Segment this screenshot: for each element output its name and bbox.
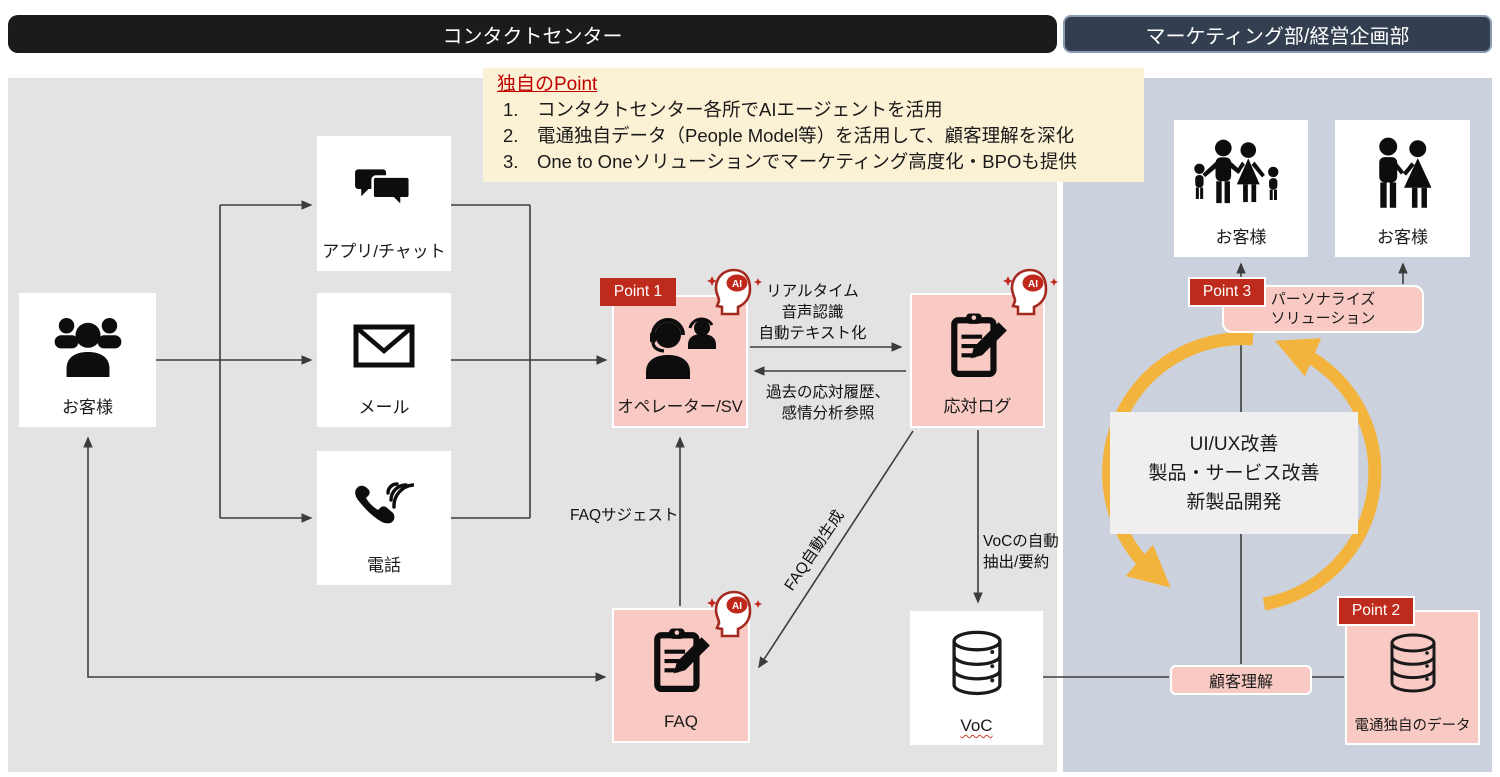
svg-text:AI: AI: [732, 279, 742, 290]
point2-badge: Point 2: [1337, 596, 1415, 626]
node-customer-family: お客様: [1174, 120, 1308, 257]
node-operator: オペレーター/SV: [612, 295, 748, 428]
database-icon: [1347, 612, 1478, 716]
ai-agent-icon: AI: [704, 588, 766, 647]
node-improvement: UI/UX改善 製品・サービス改善 新製品開発: [1110, 412, 1358, 534]
note-item-number: 2.: [503, 125, 519, 146]
point1-label: Point 1: [613, 283, 663, 300]
note-item: 3. One to Oneソリューションでマーケティング高度化・BPOも提供: [497, 149, 1130, 175]
node-mail: メール: [317, 293, 451, 427]
node-label: アプリ/チャット: [322, 242, 446, 261]
phone-icon: [317, 451, 451, 556]
header-contact-center: コンタクトセンター: [8, 15, 1057, 53]
label-realtime-l3: 自動テキスト化: [758, 325, 867, 342]
node-phone: 電話: [317, 451, 451, 585]
node-label: メール: [358, 398, 410, 417]
personalize-line2: ソリューション: [1270, 310, 1376, 327]
improvement-line3: 新製品開発: [1186, 491, 1282, 513]
operator-headset-icon: [614, 297, 746, 397]
label-past-l1: 過去の応対履歴、: [765, 384, 890, 401]
node-label: お客様: [62, 398, 113, 417]
cycle-arrow-right: [1262, 338, 1382, 611]
label-realtime-l1: リアルタイム: [766, 283, 859, 300]
clipboard-pencil-icon: [614, 610, 748, 712]
label-past-history: 過去の応対履歴、 感情分析参照: [748, 382, 908, 424]
ai-agent-icon: AI: [704, 266, 766, 325]
edge-log-to-faq: [758, 430, 914, 669]
improvement-line2: 製品・サービス改善: [1148, 462, 1320, 484]
node-label: 電通独自のデータ: [1354, 718, 1471, 734]
note-item: 2. 電通独自データ（People Model等）を活用して、顧客理解を深化: [497, 123, 1130, 149]
point3-badge: Point 3: [1188, 277, 1266, 307]
label-realtime: リアルタイム 音声認識 自動テキスト化: [740, 281, 885, 344]
node-label: VoC: [960, 716, 993, 735]
svg-text:AI: AI: [732, 601, 742, 612]
edge-customer-faq-loop: [83, 436, 607, 682]
node-voc: VoC: [910, 611, 1043, 745]
unique-points-note: 独自のPoint 1. コンタクトセンター各所でAIエージェントを活用 2. 電…: [483, 68, 1144, 182]
node-customer-left: お客様: [19, 293, 156, 427]
svg-text:AI: AI: [1028, 279, 1038, 290]
node-label: 電話: [367, 556, 401, 575]
clipboard-pencil-icon: [912, 295, 1043, 397]
note-item-text: One to Oneソリューションでマーケティング高度化・BPOも提供: [537, 151, 1077, 172]
node-personalize-solution: パーソナライズ ソリューション: [1222, 285, 1424, 333]
family-icon: [1174, 120, 1308, 228]
personalize-line1: パーソナライズ: [1270, 291, 1376, 308]
header-marketing-label: マーケティング部/経営企画部: [1145, 25, 1410, 48]
note-item: 1. コンタクトセンター各所でAIエージェントを活用: [497, 97, 1130, 123]
node-label: 応対ログ: [943, 397, 1012, 416]
node-dentsu-data: 電通独自のデータ: [1345, 610, 1480, 745]
node-label: オペレーター/SV: [617, 398, 743, 416]
point1-badge: Point 1: [600, 278, 676, 306]
ai-agent-icon: AI: [1000, 266, 1062, 325]
note-item-number: 1.: [503, 99, 519, 120]
label-realtime-l2: 音声認識: [781, 304, 844, 321]
note-item-text: 電通独自データ（People Model等）を活用して、顧客理解を深化: [537, 125, 1075, 146]
node-customer-couple: お客様: [1335, 120, 1470, 257]
mail-icon: [317, 293, 451, 398]
label-faq-suggest: FAQサジェスト: [570, 507, 679, 524]
node-label: お客様: [1377, 228, 1428, 247]
point2-label: Point 2: [1351, 602, 1401, 619]
chat-icon: [317, 136, 451, 242]
label-voc-extract-l1: VoCの自動: [983, 533, 1059, 550]
label-past-l2: 感情分析参照: [781, 405, 875, 422]
node-response-log: 応対ログ: [910, 293, 1045, 428]
improvement-line1: UI/UX改善: [1189, 433, 1279, 455]
couple-icon: [1335, 120, 1470, 228]
note-item-number: 3.: [503, 151, 519, 172]
point3-label: Point 3: [1202, 283, 1252, 300]
node-app-chat: アプリ/チャット: [317, 136, 451, 271]
note-title: 独自のPoint: [497, 74, 598, 95]
node-label: FAQ: [663, 712, 698, 731]
understanding-label: 顧客理解: [1208, 674, 1273, 691]
node-customer-understanding: 顧客理解: [1170, 665, 1312, 695]
label-voc-extract-l2: 抽出/要約: [983, 554, 1050, 571]
header-contact-center-label: コンタクトセンター: [442, 25, 623, 48]
node-label: お客様: [1215, 228, 1267, 247]
database-icon: [910, 611, 1043, 716]
label-voc-extract: VoCの自動 抽出/要約: [983, 531, 1093, 573]
header-marketing: マーケティング部/経営企画部: [1063, 15, 1492, 53]
people-group-icon: [19, 293, 156, 398]
note-item-text: コンタクトセンター各所でAIエージェントを活用: [537, 99, 943, 120]
